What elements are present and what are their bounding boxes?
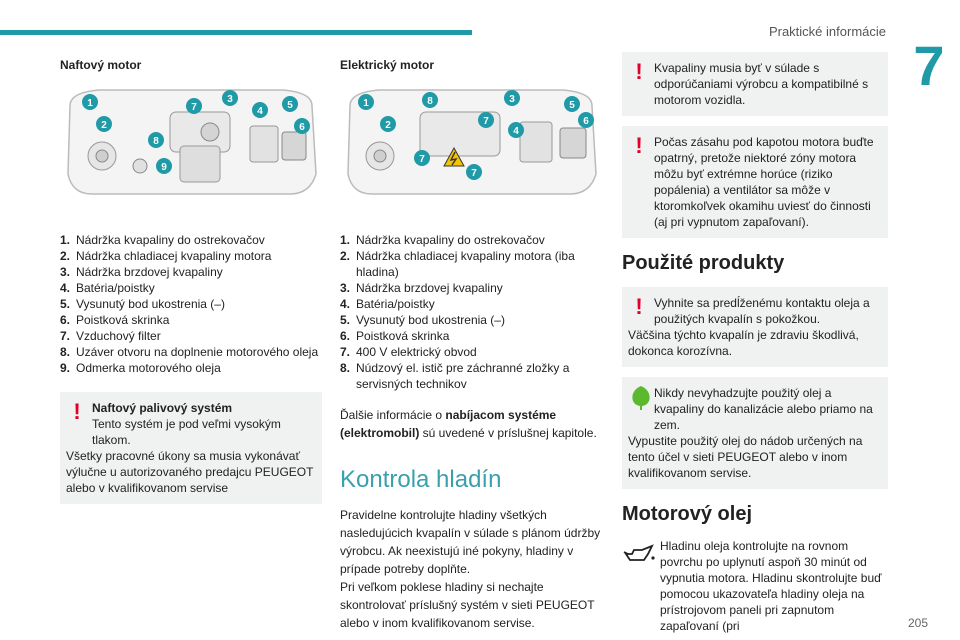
diesel-warning-text: Všetky pracovné úkony sa musia vykonávať… bbox=[66, 449, 314, 495]
list-item: 5.Vysunutý bod ukostrenia (–) bbox=[60, 297, 225, 311]
header-accent-bar bbox=[0, 30, 472, 35]
list-item: 4.Batéria/poistky bbox=[60, 281, 155, 295]
list-item: 8.Uzáver otvoru na doplnenie motorového … bbox=[60, 345, 319, 359]
list-item: 3.Nádržka brzdovej kvapaliny bbox=[340, 281, 503, 295]
electric-marker-4: 4 bbox=[513, 126, 519, 137]
diesel-marker-3: 3 bbox=[227, 94, 233, 105]
oil-title: Motorový olej bbox=[622, 503, 753, 525]
list-item: 4.Batéria/poistky bbox=[340, 297, 435, 311]
notes-section: ! Kvapaliny musia byť v súlade s odporúč… bbox=[622, 52, 888, 634]
electric-marker-7c: 7 bbox=[471, 168, 477, 179]
warning-icon: ! bbox=[635, 59, 643, 84]
diesel-marker-4: 4 bbox=[257, 106, 263, 117]
warning-icon: ! bbox=[635, 133, 643, 158]
warning-icon: ! bbox=[635, 294, 643, 319]
electric-engine-diagram: 1 8 3 5 2 7 4 6 7 7 bbox=[347, 89, 597, 195]
levels-text-2: Pri veľkom poklese hladiny si nechajte s… bbox=[340, 580, 595, 630]
warning-icon: ! bbox=[73, 399, 81, 424]
electric-marker-1: 1 bbox=[363, 98, 369, 109]
list-item: 9.Odmerka motorového oleja bbox=[60, 361, 221, 375]
diesel-title: Naftový motor bbox=[60, 58, 142, 72]
electric-marker-5: 5 bbox=[569, 100, 575, 111]
eco-note-box: Nikdy nevyhadzujte použitý olej a kvapal… bbox=[622, 377, 888, 489]
electric-more-info: Ďalšie informácie o nabíjacom systéme (e… bbox=[340, 408, 597, 440]
list-item: 3.Nádržka brzdovej kvapaliny bbox=[60, 265, 223, 279]
electric-marker-8: 8 bbox=[427, 96, 433, 107]
diesel-marker-5: 5 bbox=[287, 100, 293, 111]
leaf-icon bbox=[632, 386, 650, 410]
diesel-marker-1: 1 bbox=[87, 98, 93, 109]
electric-section: Elektrický motor 1 8 3 5 2 7 4 6 7 7 1.N… bbox=[340, 58, 608, 632]
diesel-marker-6: 6 bbox=[299, 122, 305, 133]
electric-title: Elektrický motor bbox=[340, 58, 435, 72]
list-item: 1.Nádržka kvapaliny do ostrekovačov bbox=[340, 233, 545, 247]
used-products-title: Použité produkty bbox=[622, 252, 785, 274]
list-item: 6.Poistková skrinka bbox=[60, 313, 170, 327]
electric-marker-3: 3 bbox=[509, 94, 515, 105]
diesel-marker-2: 2 bbox=[101, 120, 107, 131]
electric-marker-2: 2 bbox=[385, 120, 391, 131]
diesel-marker-7: 7 bbox=[191, 102, 197, 113]
page-number: 205 bbox=[908, 616, 929, 630]
page-header-title: Praktické informácie bbox=[768, 24, 886, 39]
chapter-number: 7 bbox=[913, 34, 945, 97]
list-item: 6.Poistková skrinka bbox=[340, 329, 450, 343]
electric-marker-7b: 7 bbox=[419, 154, 425, 165]
list-item: 7.Vzduchový filter bbox=[60, 329, 161, 343]
electric-marker-7a: 7 bbox=[483, 116, 489, 127]
diesel-marker-9: 9 bbox=[161, 162, 167, 173]
diesel-legend: 1.Nádržka kvapaliny do ostrekovačov 2.Ná… bbox=[60, 232, 322, 376]
fluids-note-text: Kvapaliny musia byť v súlade s odporúčan… bbox=[654, 61, 869, 107]
used-products-warning-box: ! Vyhnite sa predĺženému kontaktu oleja … bbox=[622, 287, 888, 367]
oil-can-icon bbox=[623, 544, 655, 561]
oil-text-block: Hladinu oleja kontrolujte na rovnom povr… bbox=[622, 538, 888, 634]
list-item: 8.Núdzový el. istič pre záchranné zložky… bbox=[340, 361, 570, 391]
list-item: 7.400 V elektrický obvod bbox=[340, 345, 477, 359]
electric-marker-6: 6 bbox=[583, 116, 589, 127]
electric-legend: 1.Nádržka kvapaliny do ostrekovačov 2.Ná… bbox=[340, 232, 608, 392]
diesel-section: Naftový motor 1 2 7 3 4 5 6 8 9 1.Nádržk… bbox=[60, 58, 322, 514]
diesel-marker-8: 8 bbox=[153, 136, 159, 147]
levels-title: Kontrola hladín bbox=[340, 466, 502, 493]
diesel-engine-diagram: 1 2 7 3 4 5 6 8 9 bbox=[67, 89, 317, 195]
hot-zones-note-text: Počas zásahu pod kapotou motora buďte op… bbox=[654, 135, 874, 229]
fluids-note-box: ! Kvapaliny musia byť v súlade s odporúč… bbox=[622, 52, 888, 116]
levels-text-1: Pravidelne kontrolujte hladiny všetkých … bbox=[340, 508, 601, 576]
list-item: 2.Nádržka chladiacej kvapaliny motora bbox=[60, 249, 272, 263]
list-item: 2.Nádržka chladiacej kvapaliny motora (i… bbox=[340, 249, 575, 279]
hot-zones-note-box: ! Počas zásahu pod kapotou motora buďte … bbox=[622, 126, 888, 238]
list-item: 5.Vysunutý bod ukostrenia (–) bbox=[340, 313, 505, 327]
list-item: 1.Nádržka kvapaliny do ostrekovačov bbox=[60, 233, 265, 247]
diesel-warning-title: Naftový palivový systém bbox=[92, 401, 233, 415]
